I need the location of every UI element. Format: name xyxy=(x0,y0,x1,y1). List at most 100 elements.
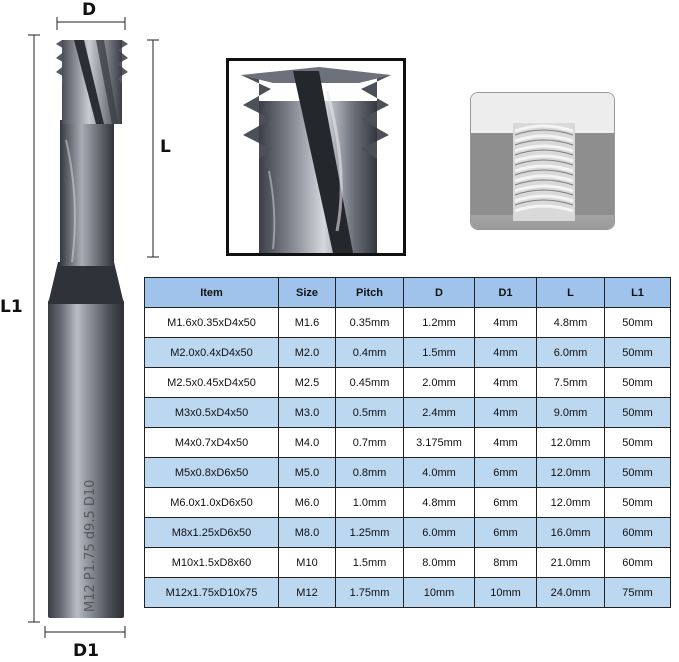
header-l1: L1 xyxy=(604,277,671,308)
l-label: L xyxy=(160,137,171,157)
cell: 50mm xyxy=(604,337,671,368)
d1-label: D1 xyxy=(73,641,99,661)
cell: 1.75mm xyxy=(335,577,404,608)
header-d: D xyxy=(403,277,475,308)
cutting-head-closeup xyxy=(226,58,406,256)
cell: 50mm xyxy=(604,367,671,398)
tool-neck xyxy=(60,120,114,266)
cell: M6.0 xyxy=(278,487,336,518)
cell: M5.0 xyxy=(278,457,336,488)
cell: 10mm xyxy=(474,577,537,608)
cell: 8mm xyxy=(474,547,537,578)
cell: 1.5mm xyxy=(403,337,475,368)
cell: 60mm xyxy=(604,547,671,578)
cell: 50mm xyxy=(604,397,671,428)
cell: 50mm xyxy=(604,307,671,338)
closeup-image xyxy=(229,61,403,253)
spec-table: Item Size Pitch D D1 L L1 M1.6x0.35xD4x5… xyxy=(144,277,671,608)
cell: M3.0 xyxy=(278,397,336,428)
cell: 10mm xyxy=(403,577,475,608)
cell: 4.8mm xyxy=(403,487,475,518)
cell: 0.7mm xyxy=(335,427,404,458)
cell: 6.0mm xyxy=(403,517,475,548)
thread-section-image xyxy=(471,93,614,229)
cell: 24.0mm xyxy=(536,577,605,608)
header-d1: D1 xyxy=(474,277,537,308)
cell: 0.35mm xyxy=(335,307,404,338)
header-size: Size xyxy=(278,277,336,308)
cell: 7.5mm xyxy=(536,367,605,398)
cell: M4.0 xyxy=(278,427,336,458)
cell: M3x0.5xD4x50 xyxy=(144,397,279,428)
cell: M5x0.8xD6x50 xyxy=(144,457,279,488)
cell: 12.0mm xyxy=(536,427,605,458)
cell: 16.0mm xyxy=(536,517,605,548)
thread-section-illustration xyxy=(470,92,615,230)
cell: M2.0x0.4xD4x50 xyxy=(144,337,279,368)
cell: 6mm xyxy=(474,457,537,488)
l1-label: L1 xyxy=(0,297,23,317)
cell: M8.0 xyxy=(278,517,336,548)
cell: 75mm xyxy=(604,577,671,608)
tool-transition xyxy=(48,262,124,304)
cell: M10x1.5xD8x60 xyxy=(144,547,279,578)
cell: 50mm xyxy=(604,487,671,518)
tool-cutting-head xyxy=(56,40,128,124)
cell: M4x0.7xD4x50 xyxy=(144,427,279,458)
d1-dimension-line xyxy=(44,626,126,638)
cell: 2.4mm xyxy=(403,397,475,428)
cell: 12.0mm xyxy=(536,457,605,488)
cell: M2.5 xyxy=(278,367,336,398)
cell: M12 xyxy=(278,577,336,608)
cell: 3.175mm xyxy=(403,427,475,458)
cell: 1.25mm xyxy=(335,517,404,548)
cell: M10 xyxy=(278,547,336,578)
cell: 4.8mm xyxy=(536,307,605,338)
cell: M2.0 xyxy=(278,337,336,368)
cell: 4mm xyxy=(474,427,537,458)
d-dimension-line xyxy=(56,17,126,30)
header-l: L xyxy=(536,277,605,308)
cell: 1.5mm xyxy=(335,547,404,578)
cell: M1.6 xyxy=(278,307,336,338)
cell: 50mm xyxy=(604,427,671,458)
cell: 1.0mm xyxy=(335,487,404,518)
tool-marking: M12 P1.75 d9.5 D10 xyxy=(83,480,98,612)
cell: 2.0mm xyxy=(403,367,475,398)
cell: 6mm xyxy=(474,487,537,518)
cell: 50mm xyxy=(604,457,671,488)
cell: 0.8mm xyxy=(335,457,404,488)
cell: 8.0mm xyxy=(403,547,475,578)
table-header-row: Item Size Pitch D D1 L L1 xyxy=(144,277,671,308)
header-pitch: Pitch xyxy=(335,277,404,308)
l1-dimension-line xyxy=(28,34,40,623)
cell: 60mm xyxy=(604,517,671,548)
cell: 1.2mm xyxy=(403,307,475,338)
cell: 12.0mm xyxy=(536,487,605,518)
cell: M6.0x1.0xD6x50 xyxy=(144,487,279,518)
cell: 9.0mm xyxy=(536,397,605,428)
cell: 6mm xyxy=(474,517,537,548)
cell: 0.4mm xyxy=(335,337,404,368)
cell: 4.0mm xyxy=(403,457,475,488)
cell: M8x1.25xD6x50 xyxy=(144,517,279,548)
cell: M2.5x0.45xD4x50 xyxy=(144,367,279,398)
cell: 4mm xyxy=(474,307,537,338)
tool-shank xyxy=(48,300,124,618)
cell: 6.0mm xyxy=(536,337,605,368)
cell: 4mm xyxy=(474,367,537,398)
cell: M1.6x0.35xD4x50 xyxy=(144,307,279,338)
header-item: Item xyxy=(144,277,279,308)
l-dimension-line xyxy=(147,39,159,258)
cell: 0.45mm xyxy=(335,367,404,398)
